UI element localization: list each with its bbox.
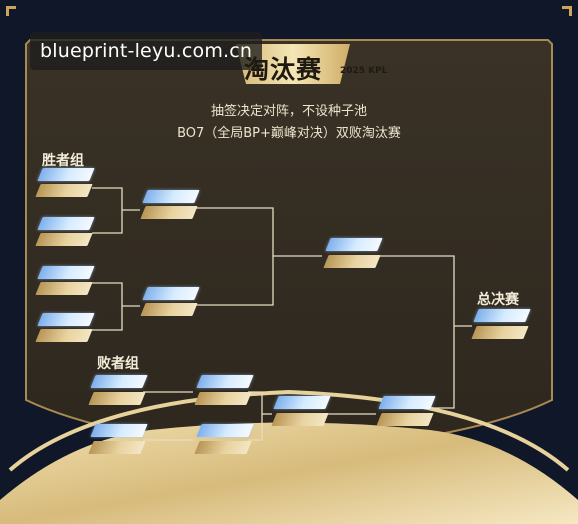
- team-slot-w1m2-bottom: [35, 233, 93, 246]
- team-slot-w2m1-bottom: [140, 206, 198, 219]
- connector-l2: [248, 391, 263, 441]
- team-slot-w2m2-bottom: [140, 303, 198, 316]
- page-title: 淘汰赛: [244, 55, 323, 84]
- team-slot-w1m4-top: [37, 313, 95, 326]
- team-slot-w1m1-top: [37, 168, 95, 181]
- connector-w1-b: [92, 282, 123, 331]
- title-plaque: [236, 44, 350, 84]
- team-slot-l2m1-top: [196, 375, 254, 388]
- team-slot-lf-bottom: [376, 413, 434, 426]
- connector-w1-a: [92, 187, 123, 234]
- format-note-2: BO7（全局BP+巅峰对决）双败淘汰赛: [177, 126, 401, 141]
- grand-final-label: 总决赛: [477, 292, 519, 308]
- gold-base-wave: [0, 422, 578, 524]
- team-slot-lf-top: [378, 396, 436, 409]
- team-slot-w1m4-bottom: [35, 329, 93, 342]
- title-year-tag: 2025 KPL: [340, 66, 388, 76]
- team-slot-l2m2-top: [196, 424, 254, 437]
- team-slot-l2m1-bottom: [194, 392, 252, 405]
- team-slot-l1m1-top: [90, 375, 148, 388]
- team-slot-w2m2-top: [142, 287, 200, 300]
- team-slot-l3-top: [273, 396, 331, 409]
- team-slot-gf-bottom: [471, 326, 529, 339]
- team-slot-w2m1-top: [142, 190, 200, 203]
- format-note-1: 抽签决定对阵，不设种子池: [210, 104, 367, 119]
- team-slot-w1m2-top: [37, 217, 95, 230]
- team-slot-wf-bottom: [323, 255, 381, 268]
- corner-marks: [6, 6, 572, 16]
- connector-wf-gf: [378, 255, 455, 409]
- team-slot-l3-bottom: [271, 413, 329, 426]
- team-slot-gf-top: [473, 309, 531, 322]
- losers-bracket-label: 败者组: [97, 356, 139, 372]
- team-slot-wf-top: [325, 238, 383, 251]
- winners-bracket-label: 胜者组: [42, 153, 84, 169]
- gold-arc: [8, 389, 570, 472]
- team-slot-l2m2-bottom: [194, 441, 252, 454]
- team-slot-l1m1-bottom: [88, 392, 146, 405]
- connector-w2: [196, 207, 274, 306]
- team-slot-l1m2-bottom: [88, 441, 146, 454]
- team-slot-l1m2-top: [90, 424, 148, 437]
- team-slot-w1m3-top: [37, 266, 95, 279]
- team-slot-w1m1-bottom: [35, 184, 93, 197]
- watermark: blueprint-leyu.com.cn: [30, 32, 263, 70]
- team-slot-w1m3-bottom: [35, 282, 93, 295]
